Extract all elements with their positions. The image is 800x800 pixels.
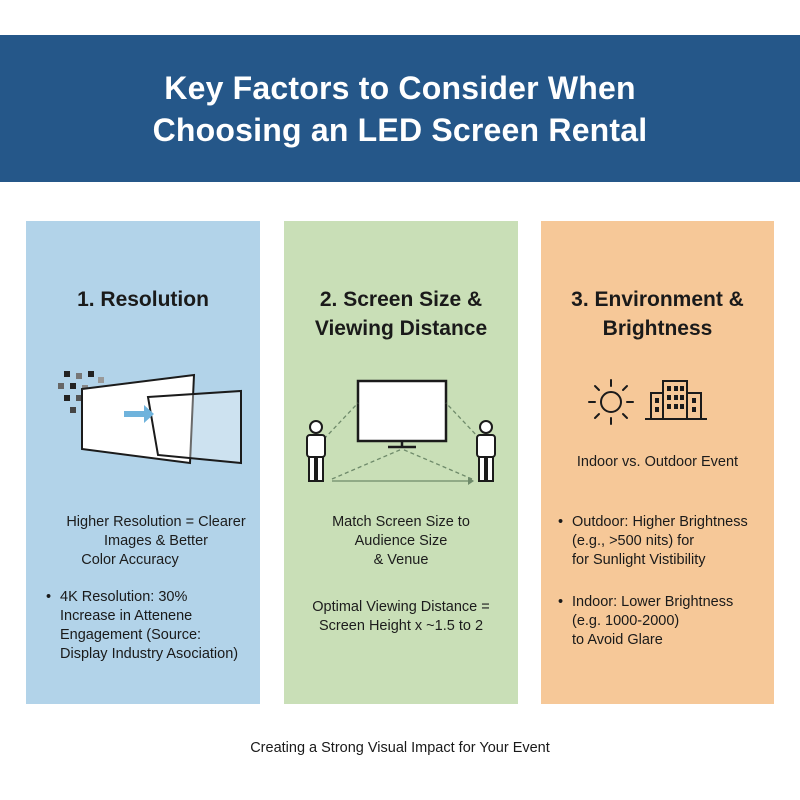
card-title-environment: 3. Environment & Brightness [541,285,774,343]
monitor-viewers-icon [306,379,496,485]
environment-subtitle: Indoor vs. Outdoor Event [576,454,739,470]
screen-size-text-line: Audience Size [354,533,448,549]
resolution-text-line: Images & Better [104,533,208,549]
footer-tagline: Creating a Strong Visual Impact for Your… [250,740,550,756]
bullet-dot: • [558,594,564,610]
bullet-line: Increase in Attenene [60,608,193,624]
card-title-screen-size: 2. Screen Size & Viewing Distance [284,285,518,343]
resolution-text-line: Color Accuracy [81,552,179,568]
formula-line: Screen Height x ~1.5 to 2 [318,618,484,634]
bullet-line: Indoor: Lower Brightness [572,594,734,610]
viewing-distance-formula: Optimal Viewing Distance = Screen Height… [284,598,518,636]
bullet-line: (e.g., >500 nits) for [572,533,695,549]
card-title-line: Viewing Distance [314,317,488,340]
title-line-1: Key Factors to Consider When [164,69,636,106]
bullet-line: Engagement (Source: [60,627,202,643]
bullet-line: for Sunlight Vistibility [572,552,706,568]
title-line-2: Choosing an LED Screen Rental [152,111,648,148]
formula-line: Optimal Viewing Distance = [312,599,490,615]
page-title: Key Factors to Consider When Choosing an… [153,67,648,151]
bullet-dot: • [46,589,52,605]
environment-bullet-indoor: • Indoor: Lower Brightness (e.g. 1000-20… [558,593,772,650]
header-banner: Key Factors to Consider When Choosing an… [0,35,800,182]
bullet-line: (e.g. 1000-2000) [572,613,680,629]
sun-building-icon [588,379,707,425]
environment-bullet-outdoor: • Outdoor: Higher Brightness (e.g., >500… [558,513,772,570]
card-resolution: 1. Resolution Higher Resolution = Cleare… [26,221,260,704]
resolution-text-line: Higher Resolution = Clearer [66,514,246,530]
card-title-line: Brightness [602,317,713,340]
screen-size-description: Match Screen Size to Audience Size & Ven… [284,513,518,570]
screen-size-text-line: & Venue [373,552,429,568]
bullet-dot: • [558,514,564,530]
screen-size-text-line: Match Screen Size to [332,514,470,530]
resolution-description: Higher Resolution = Clearer Images & Bet… [56,513,256,570]
bullet-line: 4K Resolution: 30% [60,589,188,605]
card-environment: 3. Environment & Brightness Indoor vs. O… [541,221,774,704]
card-title-line: 3. Environment & [571,288,744,311]
resolution-bullet: • 4K Resolution: 30% Increase in Attenen… [46,588,260,664]
card-screen-size: 2. Screen Size & Viewing Distance Ma [284,221,518,704]
pixel-to-screen-icon [58,371,242,465]
card-title-line: 2. Screen Size & [319,288,483,311]
bullet-line: to Avoid Glare [572,632,663,648]
bullet-line: Display Industry Asociation) [60,646,239,662]
card-title-resolution: 1. Resolution [77,288,209,311]
bullet-line: Outdoor: Higher Brightness [572,514,748,530]
